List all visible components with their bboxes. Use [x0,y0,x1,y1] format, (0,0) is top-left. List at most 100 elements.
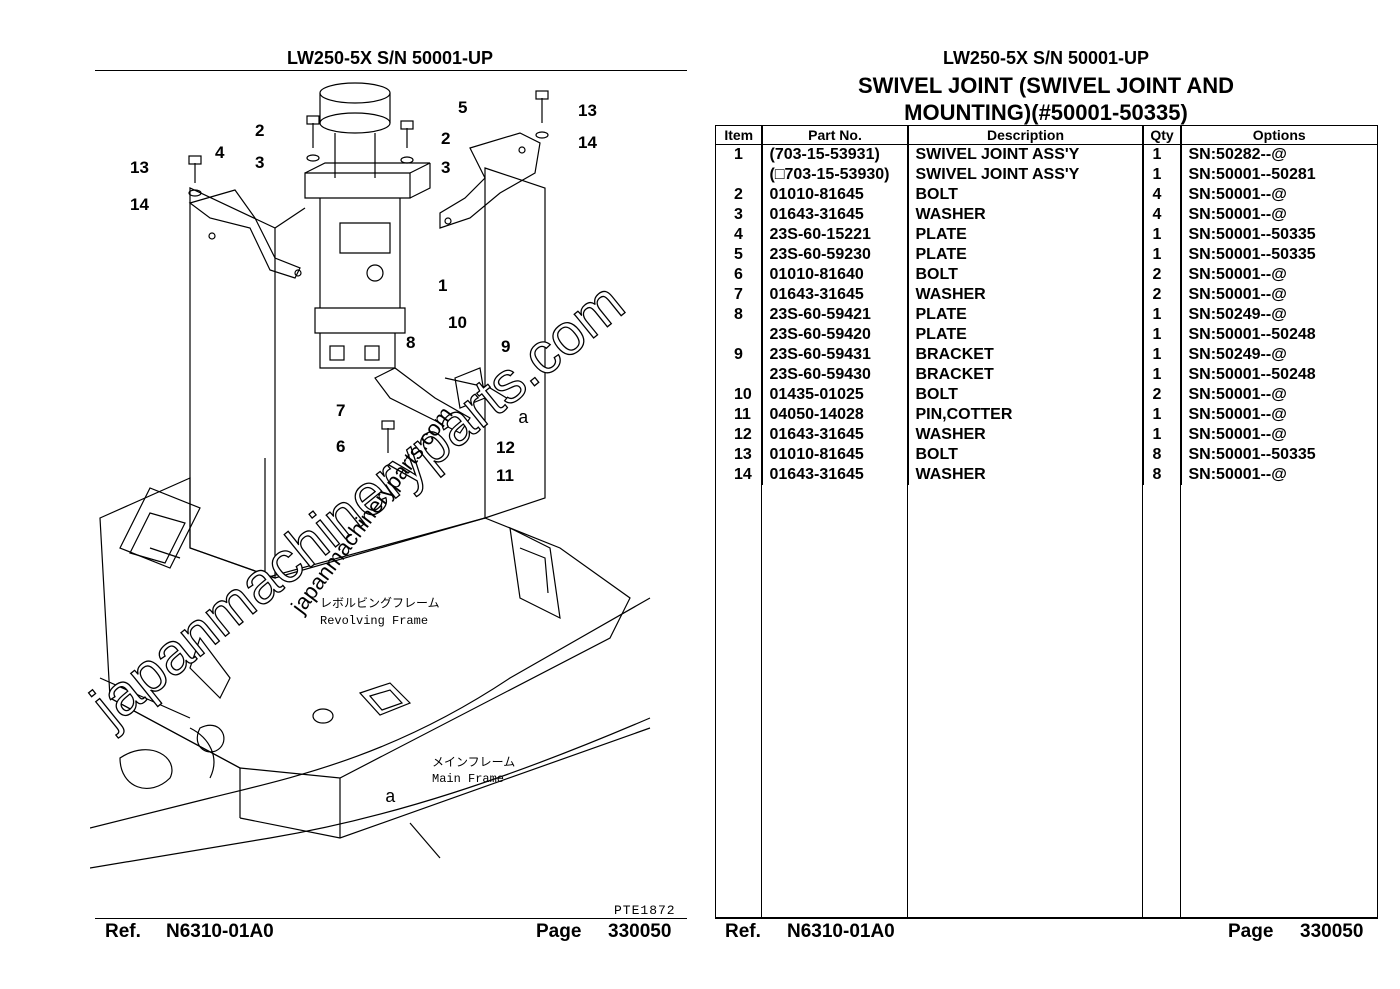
cell-description: SWIVEL JOINT ASS'Y [908,165,1144,185]
parts-table-grid: Item Part No. Description Qty Options 1(… [716,126,1377,485]
cell-item: 4 [716,225,763,245]
diagram-code: PTE1872 [614,903,676,918]
cell-description: PLATE [908,225,1144,245]
cell-item [716,165,763,185]
callout-5: 5 [458,98,467,117]
cell-options: SN:50001--50335 [1188,246,1316,263]
cell-qty: 2 [1143,285,1182,305]
cell-options: SN:50001--50248 [1188,366,1316,383]
cell-description: SWIVEL JOINT ASS'Y [908,144,1144,165]
parts-table: Item Part No. Description Qty Options 1(… [715,125,1378,918]
cell-item: 6 [716,265,763,285]
col-header-description: Description [908,126,1144,145]
plate-4 [188,189,301,279]
cell-item: 2 [716,185,763,205]
cell-part-no: 01435-01025 [762,385,909,405]
cell-part-no: 01643-31645 [762,285,909,305]
cell-item: 11 [716,405,763,425]
cell-description: BOLT [908,265,1144,285]
cell-description: PLATE [908,245,1144,265]
cell-options: SN:50001--@ [1188,406,1287,423]
cell-part-no: 23S-60-15221 [762,225,909,245]
cell-part-no: 23S-60-59420 [762,325,909,345]
cell-part-no: 23S-60-59421 [762,305,909,325]
cell-item: 12 [716,425,763,445]
callout-8: 8 [406,333,415,352]
cell-item: 8 [716,305,763,325]
cell-options: SN:50001--@ [1188,426,1287,443]
left-footer-rule [95,918,687,919]
cell-qty: 8 [1143,465,1182,485]
right-ref-label: Ref. [725,921,761,942]
left-ref-label: Ref. [105,921,141,942]
left-header-rule [95,70,687,71]
cell-options: SN:50001--@ [1188,186,1287,203]
main-frame [90,597,651,829]
table-header-row: Item Part No. Description Qty Options [716,126,1377,145]
cell-part-no: 01010-81640 [762,265,909,285]
cell-item [716,325,763,345]
cell-item: 1 [716,144,763,165]
callout-10: 10 [448,313,467,332]
cell-qty: 4 [1143,185,1182,205]
cell-description: BRACKET [908,365,1144,385]
cell-qty: 1 [1143,405,1182,425]
callout-2a: 2 [255,121,264,140]
col-header-options: Options [1181,126,1377,145]
cell-item: 9 [716,345,763,365]
cell-description: BOLT [908,385,1144,405]
cell-qty: 1 [1143,165,1182,185]
cell-qty: 1 [1143,325,1182,345]
col-header-item: Item [716,126,763,145]
left-ref-value: N6310-01A0 [166,921,274,942]
callout-2b: 2 [441,129,450,148]
revolving-frame-label-jp: レボルビングフレーム [320,596,440,611]
cell-description: PLATE [908,325,1144,345]
cell-options: SN:50001--50335 [1188,226,1316,243]
cell-description: BOLT [908,185,1144,205]
callout-14b: 14 [578,133,597,152]
revolving-frame [99,477,631,779]
left-column-plate [189,187,276,579]
cell-part-no: 01643-31645 [762,425,909,445]
right-column-plate [484,167,546,519]
left-page-label: Page [536,921,582,942]
left-page-value: 330050 [608,921,672,942]
left-page-header: LW250-5X S/N 50001-UP [286,48,494,68]
cell-options: SN:50001--@ [1188,266,1287,283]
cell-qty: 1 [1143,345,1182,365]
cell-part-no: 23S-60-59431 [762,345,909,365]
plate-5 [439,132,541,229]
cell-qty: 4 [1143,205,1182,225]
right-page-header: LW250-5X S/N 50001-UP [942,48,1150,68]
cell-item: 14 [716,465,763,485]
cell-description: WASHER [908,205,1144,225]
callout-4: 4 [215,143,225,162]
cell-options: SN:50001--50335 [1188,446,1316,463]
cell-qty: 8 [1143,445,1182,465]
section-title-line1: SWIVEL JOINT (SWIVEL JOINT AND [857,73,1235,98]
callout-12: 12 [496,438,515,457]
cell-item: 7 [716,285,763,305]
col-header-qty: Qty [1143,126,1182,145]
callout-9: 9 [501,337,510,356]
cell-options: SN:50001--@ [1188,206,1287,223]
revolving-frame-label-en: Revolving Frame [320,614,428,628]
plate-8 [374,367,471,434]
right-page-label: Page [1228,921,1274,942]
cell-description: WASHER [908,465,1144,485]
